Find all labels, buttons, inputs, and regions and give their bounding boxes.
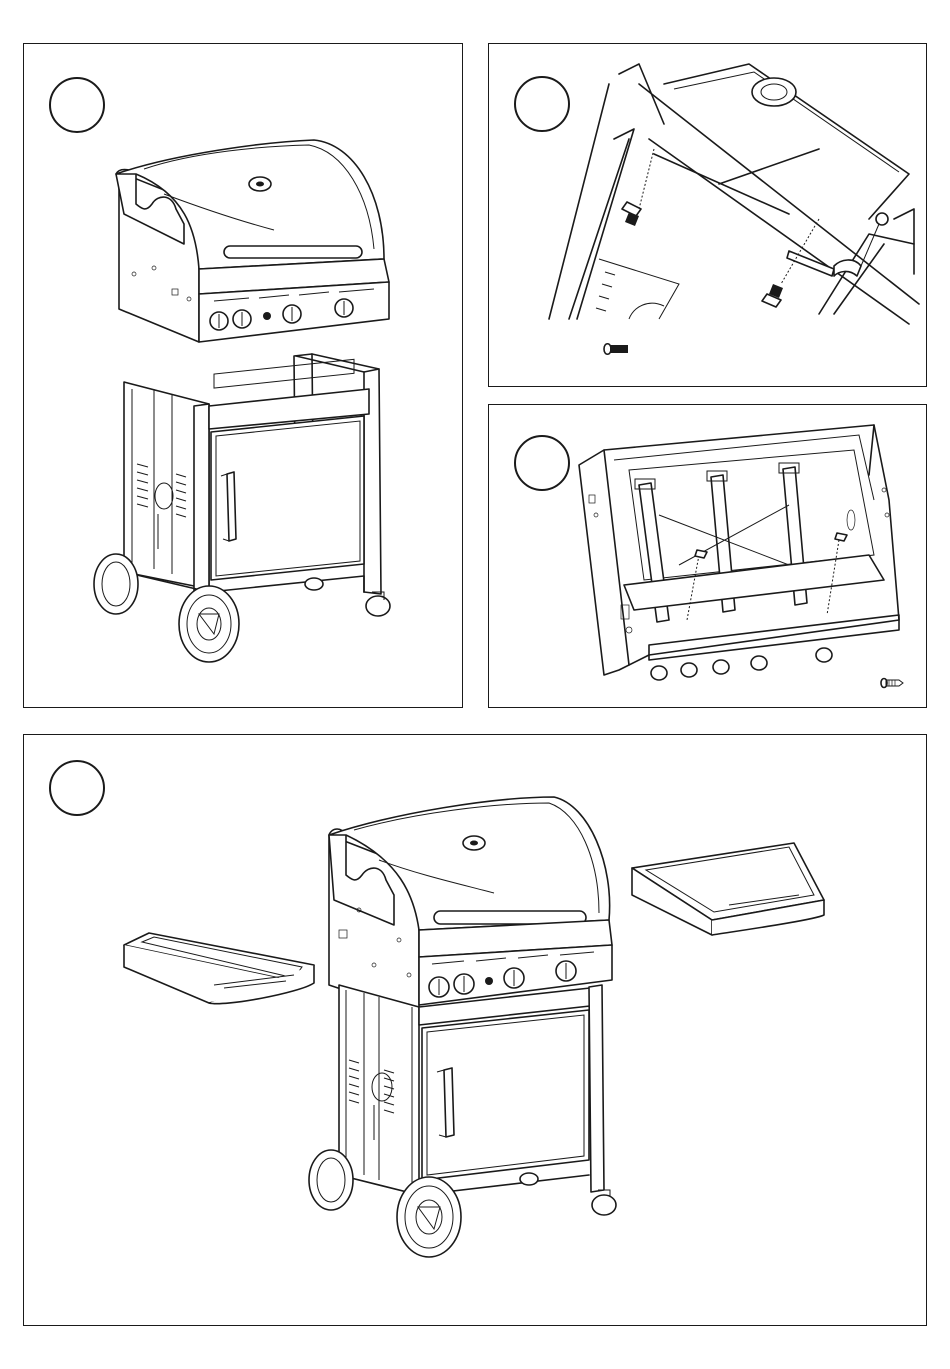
- side-shelf-left-icon: [124, 933, 314, 1004]
- step-1-panel: [23, 43, 463, 708]
- step-4-illustration: [24, 735, 928, 1327]
- assembled-grill-icon: [309, 797, 616, 1257]
- side-shelf-right-icon: [632, 843, 824, 935]
- burner-frame-icon: [579, 425, 899, 680]
- step-3-panel: [488, 404, 927, 708]
- bolt-icon: [604, 202, 783, 354]
- step-3-illustration: [489, 405, 928, 709]
- gas-pipe-icon: [549, 64, 919, 324]
- step-4-panel: [23, 734, 927, 1326]
- step-2-illustration: [489, 44, 928, 388]
- step-1-illustration: [24, 44, 464, 709]
- cart-base-icon: [94, 354, 390, 662]
- grill-head-icon: [116, 140, 389, 342]
- step-2-panel: [488, 43, 927, 387]
